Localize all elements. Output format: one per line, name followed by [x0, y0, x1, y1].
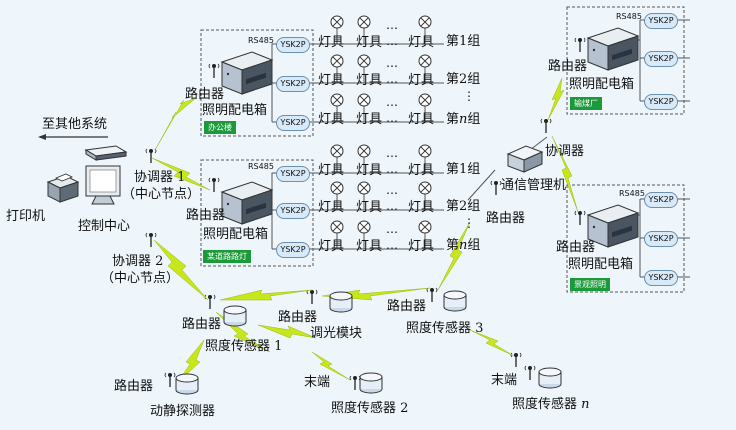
comm-manager-label: 通信管理机 — [501, 178, 567, 193]
coordinator2-label: 协调器 2 — [112, 254, 164, 269]
router-label-road: 路由器 — [186, 208, 226, 223]
lamp-label: 灯具 — [318, 163, 345, 178]
lamp-label: 灯具 — [318, 200, 345, 215]
router-label-office: 路由器 — [185, 87, 225, 102]
lamp-label: 灯具 — [408, 112, 435, 127]
tag-landscape: 景观照明 — [570, 278, 610, 291]
lamp-label: 灯具 — [408, 35, 435, 50]
ysk-landscape-2: YSK2P — [644, 231, 678, 247]
router-label-coal: 路由器 — [548, 59, 588, 74]
lighting-box-label-road: 照明配电箱 — [203, 227, 269, 242]
lamp-label: 灯具 — [408, 73, 435, 88]
ysk-office-1: YSK2P — [276, 37, 310, 53]
to-other-systems-label: 至其他系统 — [42, 117, 108, 132]
ellipsis: … — [386, 238, 398, 252]
control-center-label: 控制中心 — [78, 219, 131, 234]
group-label-road-2: 第2组 — [446, 199, 481, 214]
rs485-label-landscape: RS485 — [619, 189, 645, 198]
lamp-label: 灯具 — [408, 239, 435, 254]
lamp-label: 灯具 — [318, 239, 345, 254]
ysk-landscape-1: YSK2P — [644, 192, 678, 208]
ysk-road-1: YSK2P — [276, 166, 310, 182]
ellipsis: … — [386, 72, 398, 86]
router-label-mid: 路由器 — [486, 211, 526, 226]
ysk-coal-2: YSK2P — [644, 51, 678, 67]
router-label-b2: 路由器 — [278, 310, 318, 325]
lighting-box-label-coal: 照明配电箱 — [569, 77, 635, 92]
ysk-road-2: YSK2P — [276, 203, 310, 219]
illum-sensor1-label: 照度传感器 1 — [205, 339, 283, 354]
ellipsis: … — [386, 56, 398, 70]
ellipsis: … — [386, 162, 398, 176]
router-label-landscape: 路由器 — [556, 240, 596, 255]
tag-road: 某道路路灯 — [203, 250, 251, 263]
router-label-b3: 路由器 — [387, 299, 427, 314]
ellipsis: … — [386, 95, 398, 109]
illum-sensor3-label: 照度传感器 3 — [406, 321, 484, 336]
dimming-module-label: 调光模块 — [310, 326, 363, 341]
ysk-coal-3: YSK2P — [644, 94, 678, 110]
group-label-road-1: 第1组 — [446, 162, 481, 177]
group-label-road-n: 第n组 — [446, 238, 481, 253]
ellipsis: … — [386, 222, 398, 236]
lamp-label: 灯具 — [408, 200, 435, 215]
lighting-box-label-landscape: 照明配电箱 — [568, 257, 634, 272]
terminal-label-1: 末端 — [304, 375, 331, 390]
lamp-label: 灯具 — [356, 200, 383, 215]
rs485-label-road: RS485 — [248, 162, 274, 171]
lamp-label: 灯具 — [408, 163, 435, 178]
lamp-label: 灯具 — [318, 112, 345, 127]
lamp-label: 灯具 — [318, 73, 345, 88]
rs485-label-coal: RS485 — [616, 12, 642, 21]
coordinator-label: 协调器 — [545, 144, 585, 159]
ellipsis: … — [386, 18, 398, 32]
lamp-label: 灯具 — [356, 112, 383, 127]
rs485-label-office: RS485 — [248, 36, 274, 45]
printer-label: 打印机 — [6, 209, 46, 224]
coordinator1-sub-label: （中心节点） — [122, 187, 201, 202]
lamp-label: 灯具 — [318, 35, 345, 50]
group-label-office-1: 第1组 — [446, 34, 481, 49]
ellipsis: … — [386, 111, 398, 125]
illum-sensor2-label: 照度传感器 2 — [331, 401, 409, 416]
ysk-landscape-3: YSK2P — [644, 270, 678, 286]
coordinator1-label: 协调器 1 — [134, 170, 186, 185]
vertical-ellipsis: ⋮ — [463, 216, 475, 230]
ellipsis: … — [386, 183, 398, 197]
group-label-office-n: 第n组 — [446, 112, 481, 127]
illum-sensorn-label: 照度传感器 n — [512, 397, 590, 412]
router-label-b1: 路由器 — [182, 317, 222, 332]
ysk-coal-1: YSK2P — [644, 13, 678, 29]
ellipsis: … — [386, 199, 398, 213]
lamp-label: 灯具 — [356, 239, 383, 254]
ysk-office-2: YSK2P — [276, 76, 310, 92]
ysk-road-3: YSK2P — [276, 242, 310, 258]
vertical-ellipsis: ⋮ — [463, 89, 475, 103]
ellipsis: … — [386, 34, 398, 48]
terminal-label-2: 末端 — [491, 373, 518, 388]
router-label-b4: 路由器 — [114, 379, 154, 394]
ysk-office-3: YSK2P — [276, 115, 310, 131]
tag-coal: 输煤厂 — [570, 97, 602, 110]
tag-office: 办公楼 — [204, 121, 236, 134]
ellipsis: … — [386, 146, 398, 160]
lamp-label: 灯具 — [356, 163, 383, 178]
coordinator2-sub-label: （中心节点） — [101, 271, 180, 286]
lamp-label: 灯具 — [356, 73, 383, 88]
group-label-office-2: 第2组 — [446, 72, 481, 87]
lighting-box-label-office: 照明配电箱 — [202, 103, 268, 118]
lamp-label: 灯具 — [356, 35, 383, 50]
motion-detector-label: 动静探测器 — [150, 404, 216, 419]
